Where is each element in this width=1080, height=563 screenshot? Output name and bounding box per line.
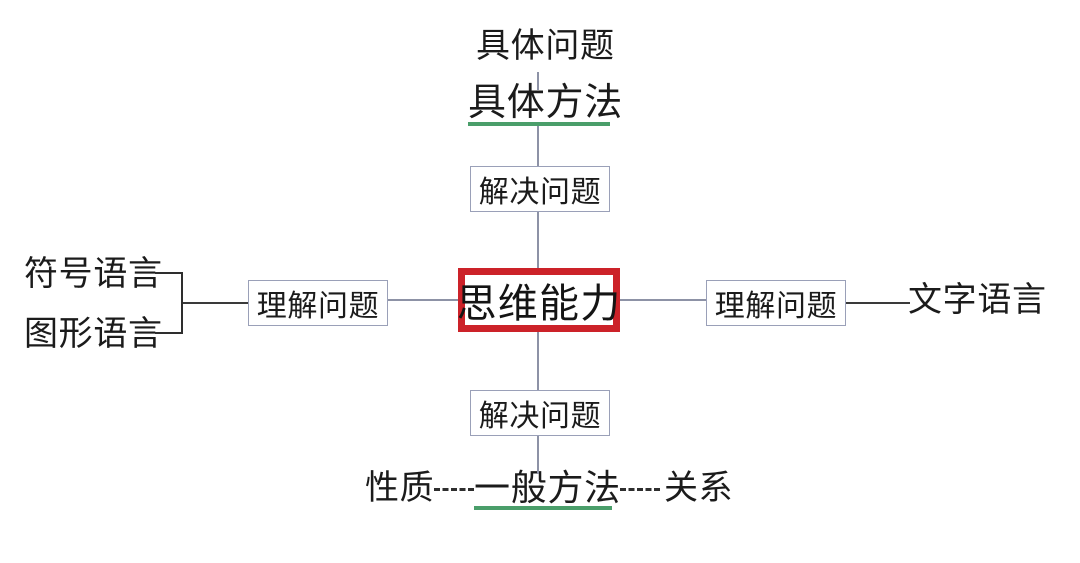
connector-top-method-to-action bbox=[537, 126, 539, 168]
node-top-method: 具体方法 bbox=[468, 82, 624, 124]
box-left-understand-problem[interactable]: 理解问题 bbox=[248, 280, 388, 326]
connector-bottom-property-dashed bbox=[434, 488, 474, 491]
node-center-thinking-ability[interactable]: 思维能力 bbox=[457, 268, 620, 332]
box-bottom-solve-problem[interactable]: 解决问题 bbox=[470, 390, 610, 436]
emphasis-underline-bottom-method bbox=[474, 506, 612, 510]
emphasis-underline-top-method bbox=[468, 122, 610, 126]
box-right-understand-problem[interactable]: 理解问题 bbox=[706, 280, 846, 326]
connector-left-bracket-to-action bbox=[182, 302, 250, 304]
node-left-graphic-language: 图形语言 bbox=[24, 316, 163, 353]
bracket-left-spine bbox=[181, 272, 183, 334]
connector-bottom-relation-dashed bbox=[620, 488, 660, 491]
node-bottom-property: 性质 bbox=[365, 470, 435, 507]
node-bottom-relation: 关系 bbox=[664, 470, 734, 507]
node-bottom-general-method: 一般方法 bbox=[474, 468, 621, 508]
connector-right-action-to-source bbox=[844, 302, 910, 304]
node-left-symbolic-language: 符号语言 bbox=[24, 256, 163, 293]
connector-top-action-to-center bbox=[537, 210, 539, 274]
node-top-problem: 具体问题 bbox=[476, 28, 615, 65]
bracket-left-stub-upper bbox=[155, 272, 183, 274]
connector-center-to-right-action bbox=[618, 299, 708, 301]
connector-bottom-action-to-method bbox=[537, 434, 539, 474]
box-top-solve-problem[interactable]: 解决问题 bbox=[470, 166, 610, 212]
connector-left-action-to-center bbox=[384, 299, 462, 301]
connector-center-to-bottom-action bbox=[537, 330, 539, 392]
bracket-left-stub-lower bbox=[155, 332, 183, 334]
node-right-text-language: 文字语言 bbox=[908, 282, 1047, 319]
connector-top-problem-to-method bbox=[537, 72, 539, 90]
